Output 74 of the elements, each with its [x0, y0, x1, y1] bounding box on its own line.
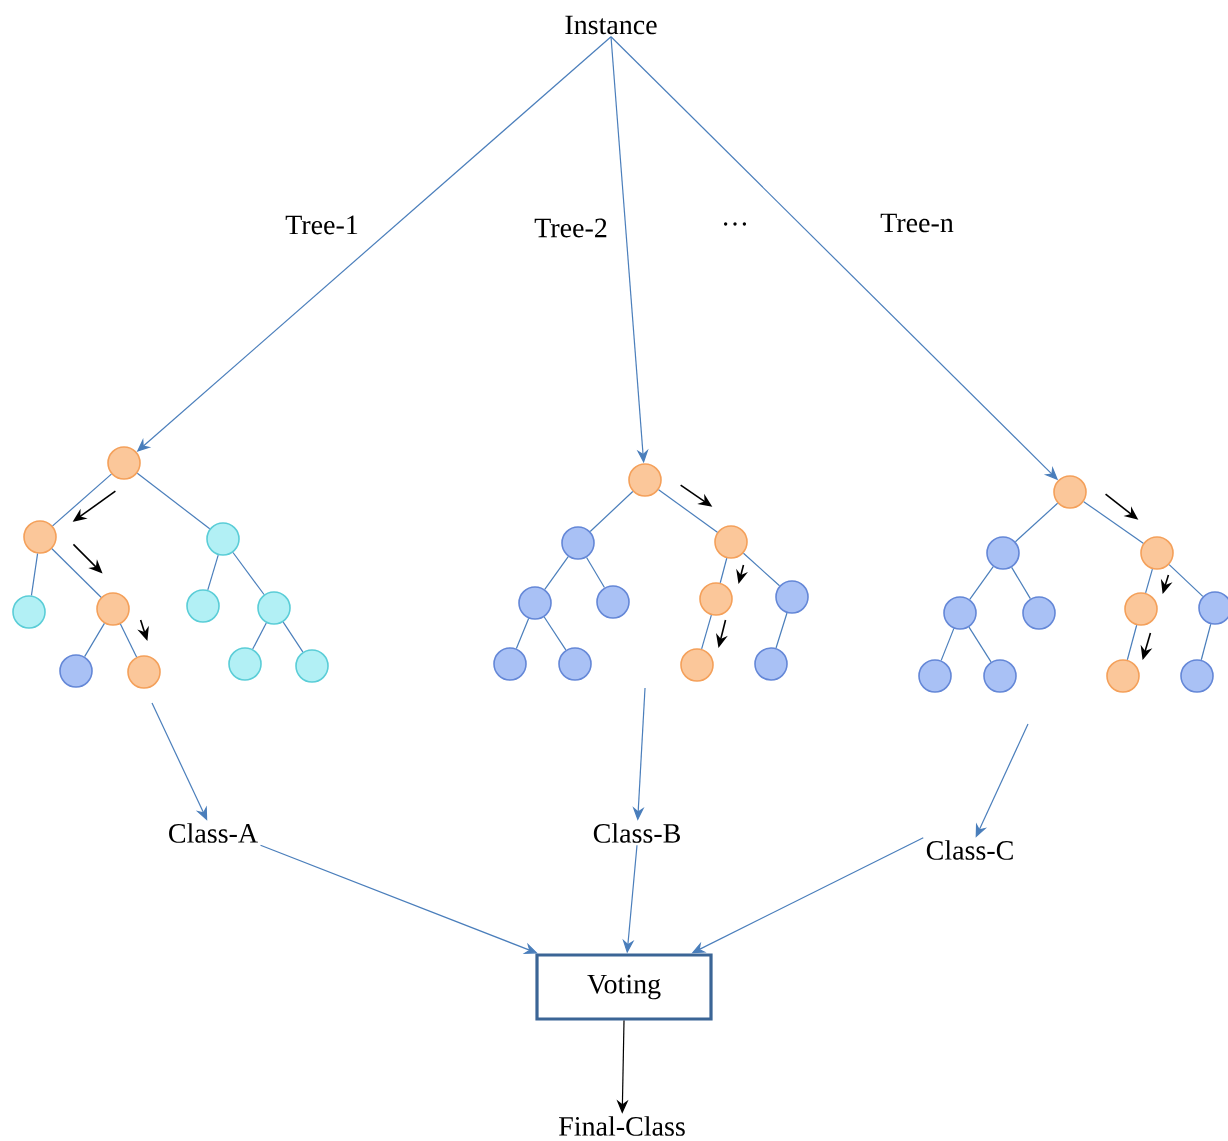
- tree-node-circle: [12, 595, 46, 629]
- tree-node-circle: [206, 522, 240, 556]
- tree-node-circle: [518, 586, 552, 620]
- tree-node-circle: [1180, 659, 1214, 693]
- tree-branch-line: [119, 623, 138, 658]
- tree-branch-line: [940, 628, 955, 661]
- edge-label: Tree-2: [532, 216, 610, 240]
- tree-branch-line: [1083, 501, 1144, 544]
- edge-label: Tree-1: [283, 213, 361, 237]
- text-label: Class-B: [593, 823, 680, 843]
- tree-branch-line: [589, 490, 634, 533]
- tree-branch-line: [136, 472, 211, 530]
- tree-node-circle: [1053, 475, 1087, 509]
- text-label: Final-Class: [559, 1116, 685, 1136]
- tree-node-circle: [680, 648, 714, 682]
- tree-node-circle: [295, 649, 329, 683]
- tree-node-circle: [699, 582, 733, 616]
- ellipsis-label: …: [724, 222, 747, 226]
- tree-node-circle: [986, 536, 1020, 570]
- tree-branch-line: [207, 554, 219, 591]
- tree-branch-line: [658, 489, 718, 533]
- text-label: Class-A: [169, 823, 258, 843]
- tree-node-circle: [714, 525, 748, 559]
- arrow: [259, 844, 538, 954]
- tree-node-circle: [775, 580, 809, 614]
- process-box: Voting: [535, 953, 713, 1021]
- text-label: Class-C: [926, 840, 1013, 860]
- tree-branch-line: [1168, 563, 1204, 598]
- tree-node-circle: [186, 589, 220, 623]
- tree-node-circle: [59, 654, 93, 688]
- tree-node-circle: [596, 585, 630, 619]
- tree-node-circle: [918, 659, 952, 693]
- tree-branch-line: [719, 557, 728, 584]
- tree-node-circle: [1140, 536, 1174, 570]
- edge-label: Tree-n: [878, 211, 956, 235]
- tree-node-circle: [96, 592, 130, 626]
- tree-node-circle: [257, 591, 291, 625]
- tree-branch-line: [282, 621, 304, 653]
- tree-node-circle: [23, 520, 57, 554]
- tree-node-circle: [228, 647, 262, 681]
- tree-branch-line: [701, 614, 712, 650]
- tree-branch-line: [742, 552, 781, 587]
- tree-branch-line: [1126, 624, 1138, 661]
- text-label: Instance: [565, 15, 657, 35]
- tree-node-circle: [493, 647, 527, 681]
- tree-branch-line: [544, 556, 569, 590]
- tree-node-circle: [1106, 659, 1140, 693]
- tree-node-circle: [983, 659, 1017, 693]
- tree-branch-line: [30, 553, 39, 596]
- tree-node-circle: [754, 647, 788, 681]
- tree-branch-line: [232, 551, 265, 596]
- tree-branch-line: [775, 612, 788, 649]
- tree-branch-line: [52, 473, 112, 527]
- tree-branch-line: [1145, 568, 1153, 594]
- tree-branch-line: [968, 626, 992, 663]
- tree-node-circle: [1022, 596, 1056, 630]
- tree-node-circle: [561, 526, 595, 560]
- tree-branch-line: [51, 548, 102, 598]
- tree-branch-line: [84, 622, 105, 658]
- tree-node-circle: [107, 446, 141, 480]
- tree-node-circle: [558, 647, 592, 681]
- tree-branch-line: [515, 617, 530, 650]
- tree-node-circle: [943, 596, 977, 630]
- tree-node-circle: [1124, 592, 1158, 626]
- tree-branch-line: [543, 616, 567, 651]
- tree-node-circle: [1198, 591, 1228, 625]
- tree-branch-line: [586, 556, 606, 589]
- tree-branch-line: [252, 622, 267, 650]
- tree-branch-line: [969, 566, 994, 600]
- tree-node-circle: [127, 655, 161, 689]
- tree-node-circle: [628, 463, 662, 497]
- tree-branch-line: [1011, 566, 1031, 600]
- tree-branch-line: [1014, 502, 1059, 543]
- tree-branch-line: [1200, 623, 1212, 661]
